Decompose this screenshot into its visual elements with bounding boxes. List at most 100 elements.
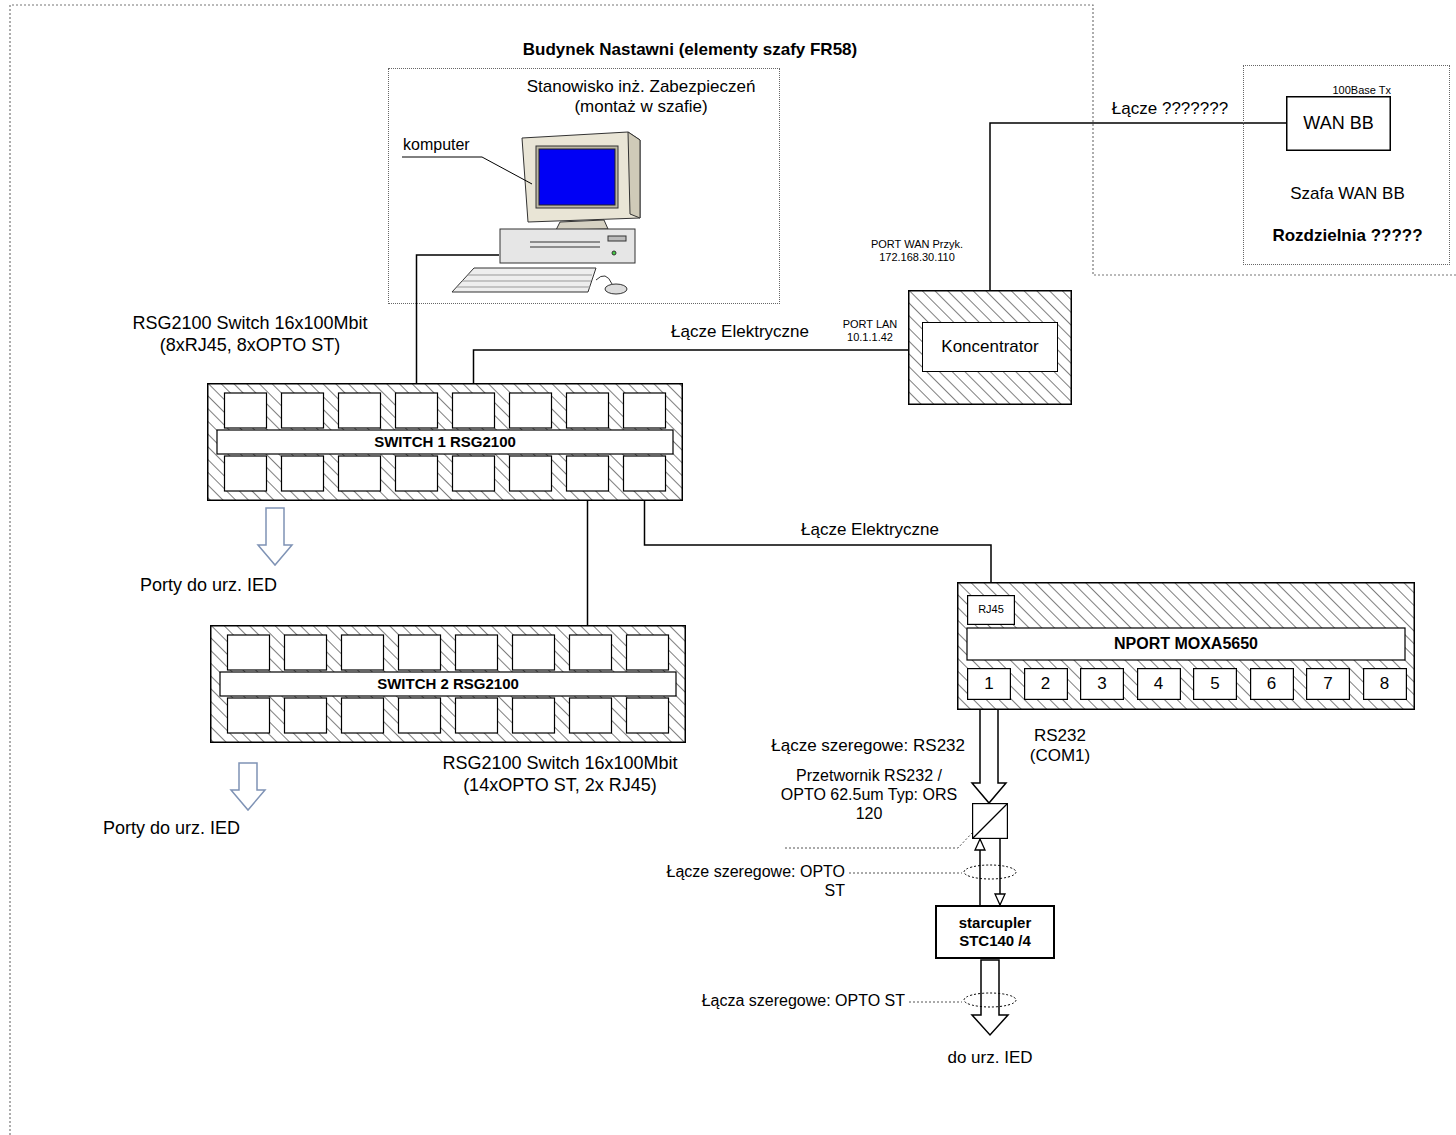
switch-port [285,635,327,670]
label-holder: Łącze szeregowe: RS232 [715,736,965,756]
computer-illustration [452,132,640,294]
network-switch: SWITCH 2 RSG2100RSG2100 Switch 16x100Mbi… [210,625,686,743]
switchgear-area: Szafa WAN BB Rozdzielnia ????? 100Base TxW… [1243,65,1450,265]
box-outline [968,596,1015,625]
serial-port: 6 [1250,668,1294,700]
box-outline [936,906,1054,958]
box-outline [973,804,1008,839]
switch-port [342,698,384,733]
port-address: PORT LAN 10.1.1.42 [838,318,902,344]
switch-port [627,635,669,670]
switch-port [228,698,270,733]
switch-port [282,393,324,428]
label-holder: RS232 (COM1) [1010,726,1110,767]
region-title: Budynek Nastawni (elementy szafy FR58) [523,40,857,60]
connector-line [587,501,589,625]
serial-arrow [972,700,1006,803]
node-label: Koncentrator [941,337,1038,357]
serial-port: 1 [967,668,1011,700]
switch-port [396,456,438,491]
cabinet-name: Szafa WAN BB [1290,184,1405,204]
housing [958,583,1415,710]
switch-port [570,698,612,733]
connector [417,255,500,383]
link-label: Łącze szeregowe: OPTO ST [655,862,845,900]
media-converter: Przetwornik RS232 / OPTO 62.5um Typ: ORS… [972,803,1008,839]
text-holder: starcupler STC140 /4 [935,905,1055,959]
text-holder: RSG2100 Switch 16x100Mbit (8xRJ45, 8xOPT… [115,313,385,356]
label-holder: Porty do urz. IED [140,575,350,597]
switch-port [282,456,324,491]
switch-port [624,456,666,491]
switch-port [399,635,441,670]
switch-port [453,393,495,428]
switch-port [285,698,327,733]
node-label: SWITCH 2 RSG2100 [377,675,519,693]
switch-port [570,635,612,670]
wan-device: 100Base TxWAN BB [1286,96,1391,151]
switch-port [225,393,267,428]
switch-port [513,635,555,670]
text-holder: 6 [1250,668,1294,700]
label-holder: PORT LAN 10.1.1.42 [838,318,902,345]
box-outline [968,669,1011,700]
port-number: 2 [1041,674,1050,694]
text-holder: 3 [1080,668,1124,700]
label-holder: PORT WAN Przyk. 172.168.30.110 [853,238,981,265]
serial-port: 3 [1080,668,1124,700]
arrow-head [995,894,1005,905]
port-number: 1 [984,674,993,694]
box-outline [1287,97,1391,151]
region-title: Stanowisko inż. Zabezpieczeń (montaż w s… [509,77,773,118]
switch-port [567,393,609,428]
text-holder: 100Base Tx [1321,80,1391,98]
switch-port [513,698,555,733]
switch-port [510,456,552,491]
ports-arrow [258,508,292,565]
serial-port-name: RS232 (COM1) [1010,726,1110,767]
label-holder: do urz. IED [935,1048,1045,1068]
target-caption: do urz. IED [947,1048,1032,1068]
connector-line [645,501,992,595]
switch-port [228,635,270,670]
port-number: 6 [1267,674,1276,694]
port-number: 3 [1097,674,1106,694]
switch-port [627,698,669,733]
serial-port: 2 [1024,668,1068,700]
connector [474,350,909,383]
node-label: RJ45 [978,603,1004,616]
label-holder: Łącze Elektryczne [770,520,970,540]
housing [211,626,686,743]
label-holder: Łącze Elektryczne [640,322,840,342]
link-label: Łącze szeregowe: RS232 [771,736,965,756]
switch-port [339,456,381,491]
network-switch: SWITCH 1 RSG2100RSG2100 Switch 16x100Mbi… [207,383,683,501]
text-holder: Szafa WAN BB [1249,184,1446,204]
text-holder: Przetwornik RS232 / OPTO 62.5um Typ: ORS… [780,766,958,824]
text-holder: RJ45 [967,595,1015,625]
ports-arrow [231,763,265,810]
device-description: Przetwornik RS232 / OPTO 62.5um Typ: ORS… [780,766,958,824]
label-holder: Łącze ??????? [1100,99,1240,119]
text-holder: 1 [967,668,1011,700]
text-holder: 7 [1306,668,1350,700]
switch-port [399,698,441,733]
arrow-caption: Porty do urz. IED [103,818,240,840]
ethernet-port: RJ45 [967,595,1015,625]
switch-port [510,393,552,428]
leader-line [785,833,972,848]
leader-line [909,1002,962,1003]
text-holder: 4 [1137,668,1181,700]
device-description: RSG2100 Switch 16x100Mbit (14xOPTO ST, 2… [410,753,710,796]
node-label: SWITCH 1 RSG2100 [374,433,516,451]
name-band [217,430,673,454]
text-holder: komputer [403,135,483,154]
region-title: Rozdzielnia ????? [1272,226,1422,246]
name-band [967,628,1405,660]
switch-port [225,456,267,491]
part-name: komputer [403,135,470,154]
serial-server: NPORT MOXA5650RJ4512345678 [957,582,1415,710]
box-outline [1024,669,1067,700]
